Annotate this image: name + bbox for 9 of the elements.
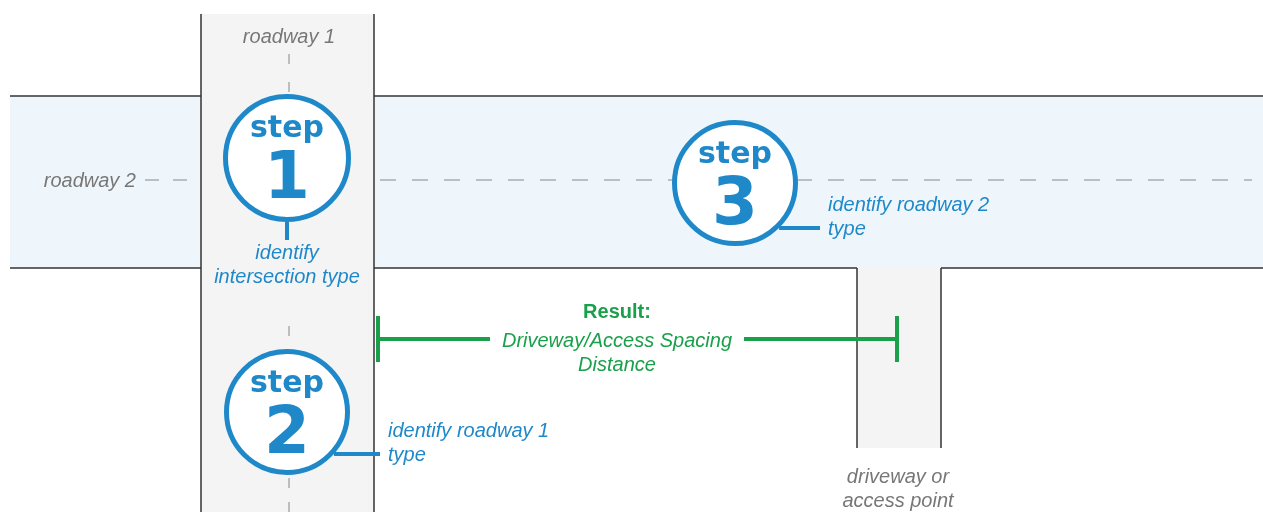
step-description: identify intersection type (207, 240, 367, 288)
leader-line (333, 452, 380, 456)
leader-line (285, 222, 289, 240)
driveway-label: driveway or access point (841, 464, 955, 512)
leader-line (779, 226, 820, 230)
step-description: identify roadway 2 type (828, 192, 1028, 240)
step-description: identify roadway 1 type (388, 418, 588, 466)
road-label: roadway 1 (241, 24, 337, 48)
road-label: roadway 2 (42, 168, 136, 192)
